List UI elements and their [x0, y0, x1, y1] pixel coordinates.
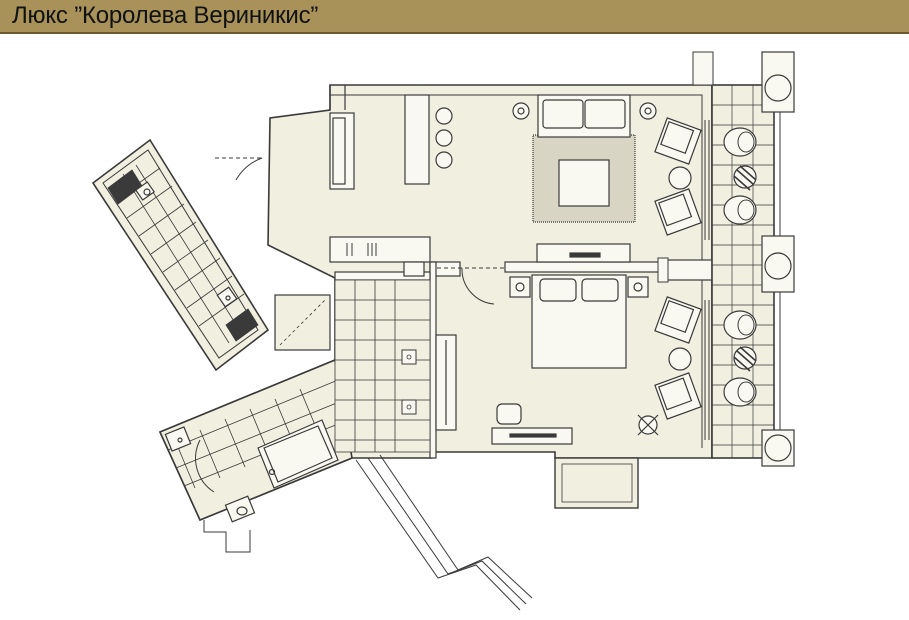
exterior-walkway	[355, 454, 533, 611]
title-bar: Люкс ”Королева Вериникис”	[0, 0, 909, 34]
wall-details	[346, 51, 714, 283]
entrance-porch	[554, 457, 639, 509]
balcony	[711, 51, 795, 467]
windows	[704, 120, 710, 440]
bathroom-middle	[274, 279, 431, 453]
living-room-furniture	[329, 94, 702, 263]
floor-plan	[0, 34, 909, 620]
page-title: Люкс ”Королева Вериникис”	[12, 2, 319, 29]
bathroom-wing-lower	[158, 358, 353, 553]
bathroom-wing-upper	[91, 138, 270, 372]
bedroom-furniture	[435, 274, 702, 445]
